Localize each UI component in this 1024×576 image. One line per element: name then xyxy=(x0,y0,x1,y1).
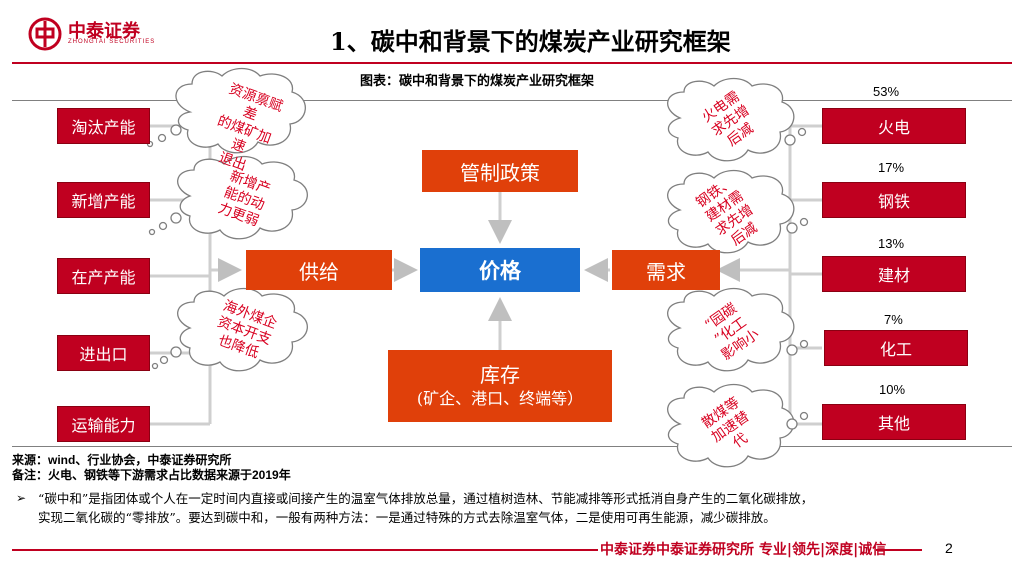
cloud-shape-right-3 xyxy=(667,287,795,372)
inventory-subtitle: (矿企、港口、终端等） xyxy=(416,389,584,408)
footer-rule-left xyxy=(12,549,598,551)
demand-item-steel: 钢铁 xyxy=(822,182,966,218)
cloud-shape-left-2 xyxy=(177,155,308,240)
remark-note: 备注：火电、钢铁等下游需求占比数据来源于2019年 xyxy=(12,468,291,482)
page-title: 1、碳中和背景下的煤炭产业研究框架 xyxy=(330,27,731,56)
page-number: 2 xyxy=(945,540,953,556)
logo-text: 中泰证券 xyxy=(68,21,140,42)
demand-share-building: 13% xyxy=(878,236,905,251)
supply-item-new-capacity: 新增产能 xyxy=(57,182,150,218)
company-logo-icon xyxy=(28,17,62,51)
policy-box: 管制政策 xyxy=(422,150,578,192)
demand-item-chemical: 化工 xyxy=(824,330,968,366)
bullet-text-line-2: 实现二氧化碳的“零排放”。要达到碳中和，一般有两种方法：一是通过特殊的方式去除温… xyxy=(38,510,776,525)
supply-hub-box: 供给 xyxy=(246,250,392,290)
bullet-marker: ➢ xyxy=(16,491,27,505)
cloud-shape-right-2 xyxy=(667,169,795,254)
figure-bottom-rule xyxy=(12,446,1012,447)
inventory-box: 库存 (矿企、港口、终端等） xyxy=(388,350,612,422)
demand-item-other: 其他 xyxy=(822,404,966,440)
demand-item-power: 火电 xyxy=(822,108,966,144)
cloud-shape-left-1 xyxy=(175,67,306,154)
supply-item-transport-capacity: 运输能力 xyxy=(57,406,150,442)
supply-item-producing-capacity: 在产产能 xyxy=(57,258,150,294)
source-note: 来源：wind、行业协会，中泰证券研究所 xyxy=(12,453,232,467)
figure-top-rule xyxy=(12,100,1012,101)
footer-slogan: 中泰证券中泰证券研究所 专业|领先|深度|诚信 xyxy=(600,542,887,558)
demand-share-other: 10% xyxy=(879,382,906,397)
supply-item-eliminated-capacity: 淘汰产能 xyxy=(57,108,150,144)
footer-rule-right xyxy=(876,549,922,551)
demand-share-steel: 17% xyxy=(878,160,905,175)
cloud-shape-right-1 xyxy=(667,77,795,162)
cloud-shape-left-3 xyxy=(177,287,308,372)
demand-hub-box: 需求 xyxy=(612,250,720,290)
price-box: 价格 xyxy=(420,248,580,292)
supply-item-import-export: 进出口 xyxy=(57,335,150,371)
demand-share-chemical: 7% xyxy=(884,312,903,327)
bullet-text-line-1: “碳中和”是指团体或个人在一定时间内直接或间接产生的温室气体排放总量，通过植树造… xyxy=(38,491,814,506)
header-divider xyxy=(12,62,1012,64)
demand-item-building-materials: 建材 xyxy=(822,256,966,292)
figure-caption: 图表：碳中和背景下的煤炭产业研究框架 xyxy=(360,74,595,89)
demand-share-power: 53% xyxy=(873,84,900,99)
inventory-title: 库存 xyxy=(480,363,520,387)
logo-subtext: ZHONGTAI SECURITIES xyxy=(68,39,156,45)
